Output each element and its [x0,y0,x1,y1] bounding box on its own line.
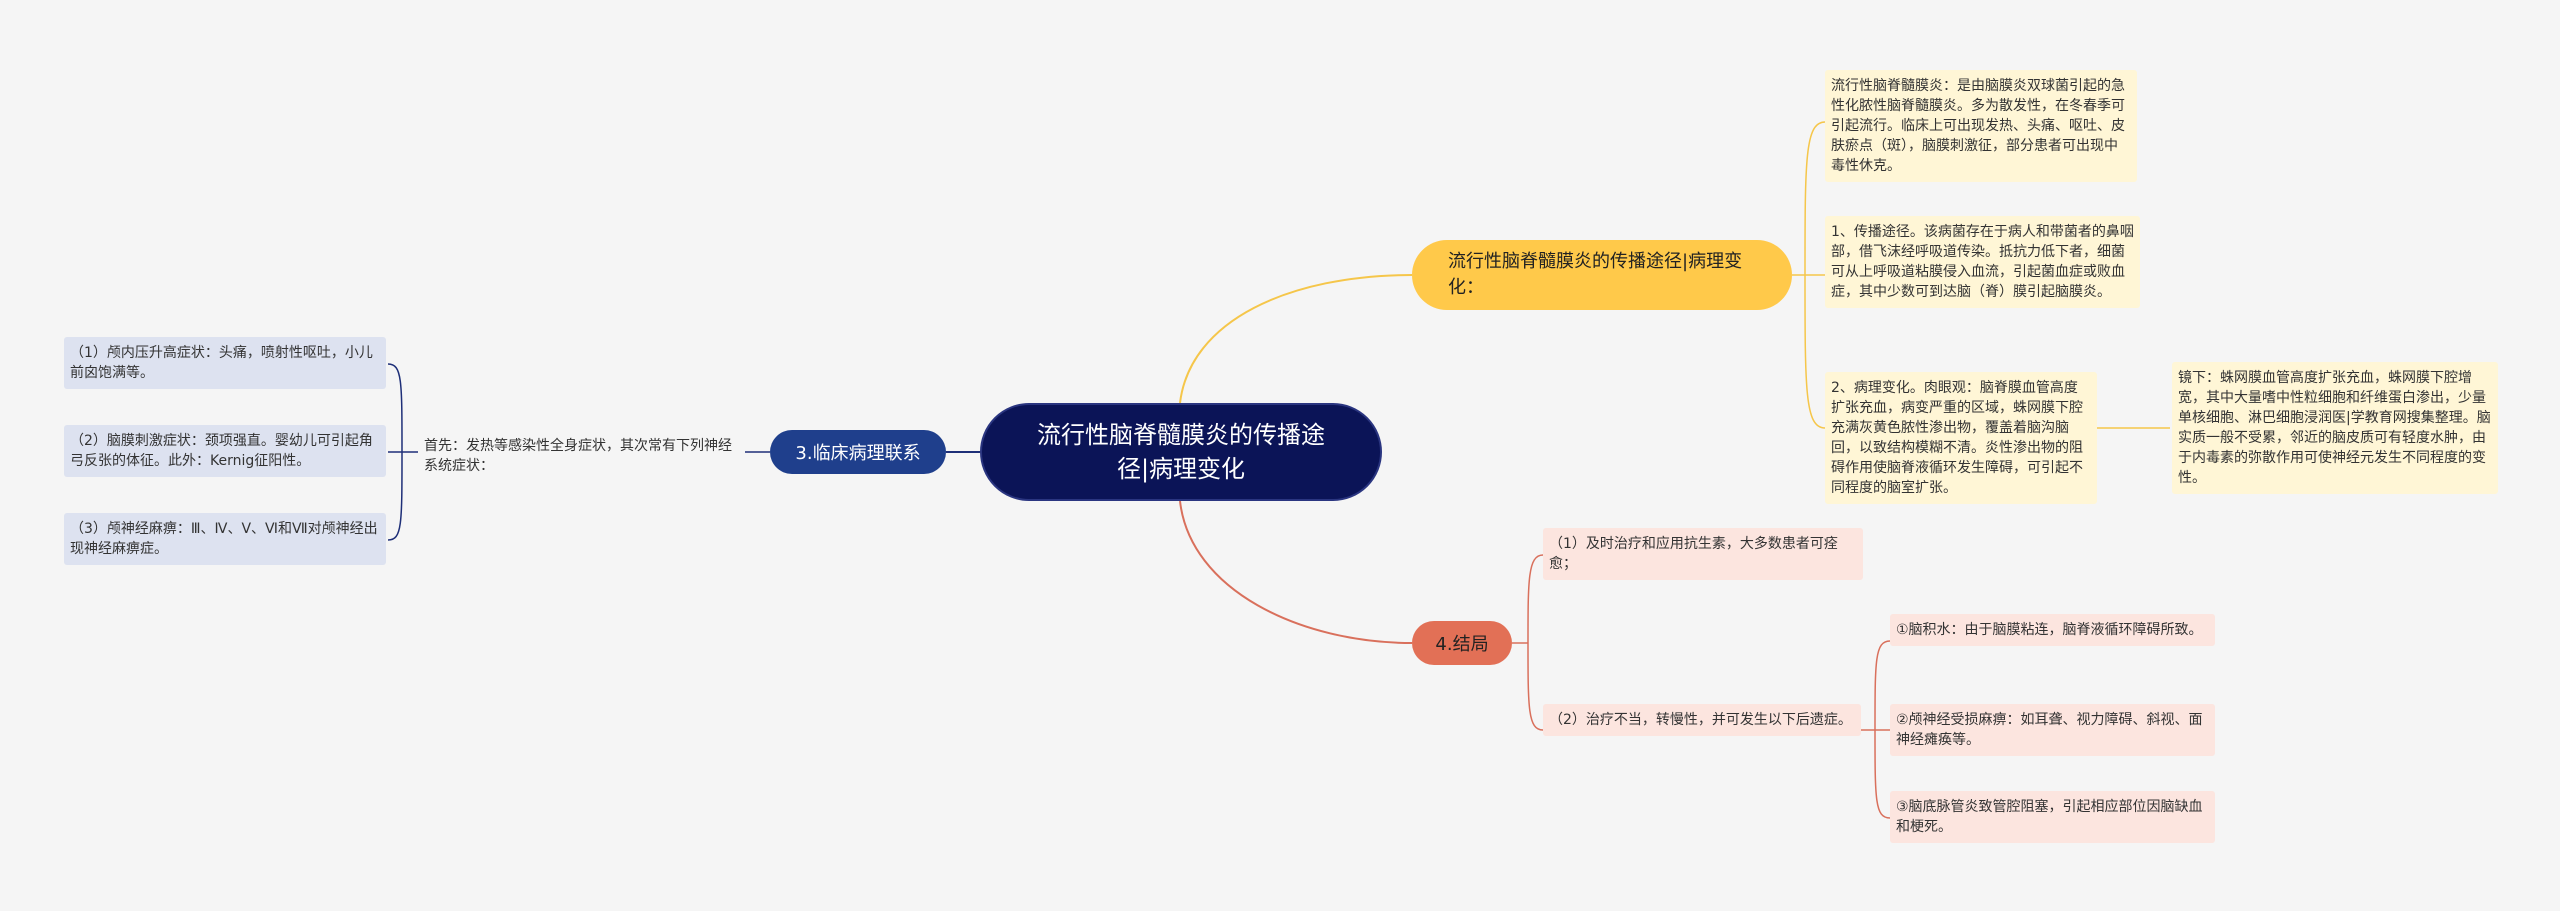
branch-transmission-pathology[interactable]: 流行性脑脊髓膜炎的传播途径|病理变化： [1412,240,1792,310]
branch-outcome[interactable]: 4.结局 [1412,621,1512,665]
branch-clinical-label: 3.临床病理联系 [795,443,921,464]
leaf-intracranial-pressure[interactable]: （1）颅内压升高症状：头痛，喷射性呕吐，小儿前囟饱满等。 [64,337,386,389]
leaf-meningeal-irritation[interactable]: （2）脑膜刺激症状：颈项强直。婴幼儿可引起角弓反张的体征。此外：Kernig征阳… [64,425,386,477]
leaf-definition[interactable]: 流行性脑脊髓膜炎：是由脑膜炎双球菌引起的急性化脓性脑脊髓膜炎。多为散发性，在冬春… [1825,70,2137,182]
leaf-sequela-hydrocephalus[interactable]: ①脑积水：由于脑膜粘连，脑脊液循环障碍所致。 [1890,614,2215,646]
leaf-sequela-cranial-nerve[interactable]: ②颅神经受损麻痹：如耳聋、视力障碍、斜视、面神经瘫痪等。 [1890,704,2215,756]
connector-root-transmission [1179,274,1413,404]
connector-transmission-items [1792,121,2170,429]
leaf-clinical-intro[interactable]: 首先：发热等感染性全身症状，其次常有下列神经系统症状： [424,438,732,474]
leaf-transmission-route[interactable]: 1、传播途径。该病菌存在于病人和带菌者的鼻咽部，借飞沫经呼吸道传染。抵抗力低下者… [1825,216,2140,308]
leaf-outcome-chronic[interactable]: （2）治疗不当，转慢性，并可发生以下后遗症。 [1543,704,1861,736]
branch-outcome-label: 4.结局 [1435,634,1489,655]
connector-root-outcome [1179,500,1413,644]
leaf-outcome-cure[interactable]: （1）及时治疗和应用抗生素，大多数患者可痊愈； [1543,528,1863,580]
connector-clinical-items [387,363,770,541]
root-label: 流行性脑脊髓膜炎的传播途径|病理变化 [1037,421,1325,483]
branch-clinical[interactable]: 3.临床病理联系 [770,430,946,474]
leaf-pathology-gross[interactable]: 2、病理变化。肉眼观：脑脊膜血管高度扩张充血，病变严重的区域，蛛网膜下腔充满灰黄… [1825,372,2097,504]
leaf-pathology-microscope[interactable]: 镜下：蛛网膜血管高度扩张充血，蛛网膜下腔增宽，其中大量嗜中性粒细胞和纤维蛋白渗出… [2172,362,2498,494]
leaf-sequela-vasculitis[interactable]: ③脑底脉管炎致管腔阻塞，引起相应部位因脑缺血和梗死。 [1890,791,2215,843]
root-node[interactable]: 流行性脑脊髓膜炎的传播途径|病理变化 [980,403,1382,501]
branch-transmission-label: 流行性脑脊髓膜炎的传播途径|病理变化： [1448,251,1743,298]
leaf-cranial-nerve-palsy[interactable]: （3）颅神经麻痹：Ⅲ、Ⅳ、Ⅴ、Ⅵ和Ⅶ对颅神经出现神经麻痹症。 [64,513,386,565]
connector-outcome-items [1512,554,1891,819]
